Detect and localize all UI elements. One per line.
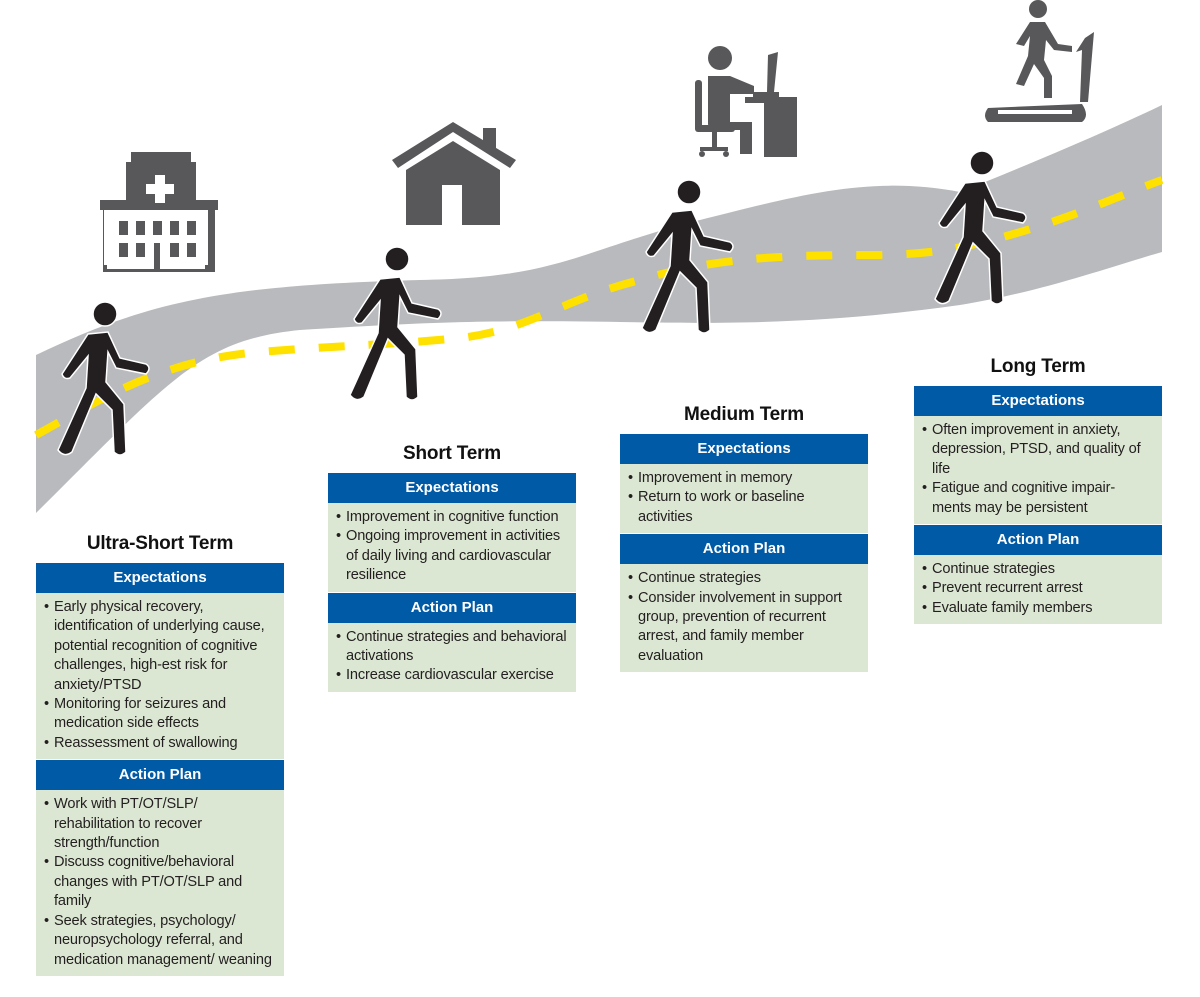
stage-medium-term: Medium Term Expectations Improvement in … xyxy=(620,404,868,674)
expectations-header: Expectations xyxy=(620,434,868,464)
list-item: Often improvement in anxiety, depression… xyxy=(922,421,1154,479)
expectations-list: Early physical recovery, identification … xyxy=(36,593,284,761)
list-item: Reassessment of swallowing xyxy=(44,734,276,754)
stage-ultra-short-term: Ultra-Short Term Expectations Early phys… xyxy=(36,533,284,977)
list-item: Work with PT/OT/SLP/ rehabilitation to r… xyxy=(44,795,276,853)
list-item: Consider involvement in support group, p… xyxy=(628,589,860,667)
action-plan-list: Continue strategies Consider involvement… xyxy=(620,564,868,674)
list-item: Early physical recovery, identification … xyxy=(44,598,276,695)
stage-title: Long Term xyxy=(990,356,1086,377)
action-plan-list: Continue strategies Prevent recurrent ar… xyxy=(914,555,1162,626)
expectations-header: Expectations xyxy=(36,563,284,593)
list-item: Seek strategies, psychology/ neuropsycho… xyxy=(44,912,276,970)
action-plan-list: Continue strategies and behavioral activ… xyxy=(328,622,576,693)
list-item: Improvement in cognitive function xyxy=(336,508,568,528)
action-plan-header: Action Plan xyxy=(36,760,284,791)
expectations-header: Expectations xyxy=(328,473,576,503)
house-icon xyxy=(392,122,516,225)
list-item: Ongoing improvement in activities of dai… xyxy=(336,527,568,585)
stage-title: Ultra-Short Term xyxy=(86,533,234,554)
stage-title: Short Term xyxy=(403,443,501,464)
list-item: Continue strategies xyxy=(628,569,860,589)
expectations-list: Often improvement in anxiety, depression… xyxy=(914,416,1162,526)
desk-computer-worker-icon xyxy=(695,46,797,157)
list-item: Fatigue and cognitive impair-ments may b… xyxy=(922,479,1154,518)
expectations-list: Improvement in memory Return to work or … xyxy=(620,464,868,535)
stage-long-term: Long Term Expectations Often improvement… xyxy=(914,356,1162,626)
list-item: Discuss cognitive/behavioral changes wit… xyxy=(44,853,276,911)
list-item: Evaluate family members xyxy=(922,599,1154,619)
walking-person-icon xyxy=(57,150,1027,456)
list-item: Monitoring for seizures and medication s… xyxy=(44,695,276,734)
list-item: Return to work or baseline activities xyxy=(628,488,860,527)
list-item: Increase cardiovascular exercise xyxy=(336,666,568,686)
action-plan-header: Action Plan xyxy=(328,592,576,623)
stage-short-term: Short Term Expectations Improvement in c… xyxy=(328,443,576,693)
treadmill-icon xyxy=(985,0,1094,122)
hospital-icon xyxy=(100,152,218,272)
expectations-list: Improvement in cognitive function Ongoin… xyxy=(328,503,576,593)
list-item: Continue strategies and behavioral activ… xyxy=(336,628,568,667)
list-item: Continue strategies xyxy=(922,560,1154,580)
road-center-line xyxy=(34,176,1164,439)
road xyxy=(36,105,1162,513)
list-item: Prevent recurrent arrest xyxy=(922,579,1154,599)
action-plan-header: Action Plan xyxy=(620,534,868,565)
stage-title: Medium Term xyxy=(684,404,804,425)
list-item: Improvement in memory xyxy=(628,469,860,489)
action-plan-header: Action Plan xyxy=(914,525,1162,556)
action-plan-list: Work with PT/OT/SLP/ rehabilitation to r… xyxy=(36,790,284,977)
expectations-header: Expectations xyxy=(914,386,1162,416)
